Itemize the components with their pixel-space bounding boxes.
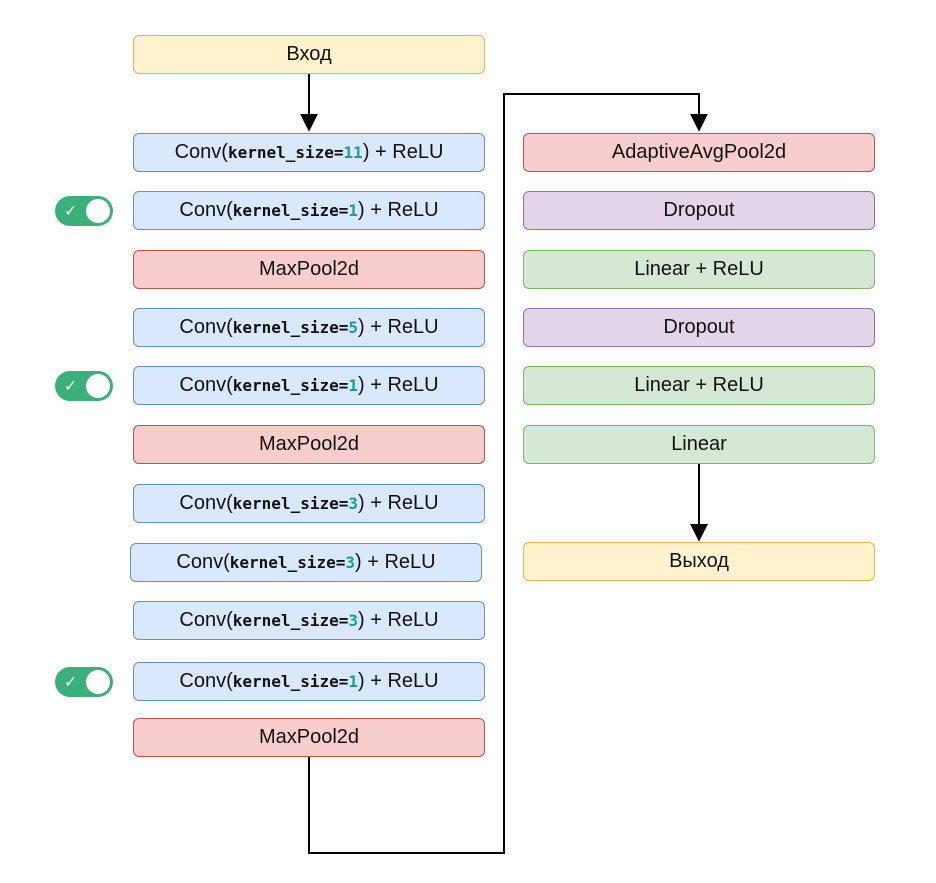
enable-toggle[interactable]: ✓ (55, 371, 113, 401)
kernel-size-value: 3 (348, 494, 358, 513)
kernel-size-key: kernel_size= (232, 494, 349, 513)
enable-toggle[interactable]: ✓ (55, 667, 113, 697)
kernel-size-key: kernel_size= (232, 376, 349, 395)
kernel-size-value: 5 (348, 318, 358, 337)
conv-relu-block: Conv(kernel_size=11) + ReLU (133, 133, 485, 172)
dropout-block: Dropout (523, 191, 875, 230)
kernel-size-param: kernel_size=1 (233, 376, 358, 395)
toggle-knob (86, 199, 110, 223)
maxpool-block: MaxPool2d (133, 425, 485, 464)
layer-label: Dropout (663, 316, 735, 338)
kernel-size-value: 11 (343, 143, 363, 162)
kernel-size-param: kernel_size=1 (233, 201, 358, 220)
output-label: Выход (669, 550, 729, 572)
conv-prefix: Conv( (179, 670, 233, 692)
maxpool-block: MaxPool2d (133, 718, 485, 757)
kernel-size-param: kernel_size=3 (230, 553, 355, 572)
kernel-size-param: kernel_size=3 (233, 611, 358, 630)
layer-label: Linear + ReLU (634, 258, 764, 280)
conv-relu-block: Conv(kernel_size=5) + ReLU (133, 308, 485, 347)
conv-prefix: Conv( (179, 316, 233, 338)
conv-relu-block: Conv(kernel_size=3) + ReLU (130, 543, 482, 582)
conv-prefix: Conv( (179, 199, 233, 221)
output-block: Выход (523, 542, 875, 581)
kernel-size-value: 1 (348, 672, 358, 691)
check-icon: ✓ (64, 376, 78, 395)
conv-suffix: ) + ReLU (355, 551, 436, 573)
dropout-block: Dropout (523, 308, 875, 347)
conv-prefix: Conv( (179, 609, 233, 631)
conv-suffix: ) + ReLU (358, 199, 439, 221)
kernel-size-value: 3 (345, 553, 355, 572)
conv-prefix: Conv( (176, 551, 230, 573)
kernel-size-key: kernel_size= (232, 611, 349, 630)
kernel-size-param: kernel_size=5 (233, 318, 358, 337)
conv-prefix: Conv( (174, 141, 228, 163)
kernel-size-key: kernel_size= (232, 672, 349, 691)
conv-suffix: ) + ReLU (358, 609, 439, 631)
input-block: Вход (133, 35, 485, 74)
kernel-size-param: kernel_size=3 (233, 494, 358, 513)
kernel-size-value: 1 (348, 201, 358, 220)
check-icon: ✓ (64, 201, 78, 220)
kernel-size-param: kernel_size=11 (228, 143, 363, 162)
adaptive-avg-pool-block: AdaptiveAvgPool2d (523, 133, 875, 172)
conv-relu-block: Conv(kernel_size=3) + ReLU (133, 484, 485, 523)
layer-label: Linear + ReLU (634, 374, 764, 396)
kernel-size-param: kernel_size=1 (233, 672, 358, 691)
layer-label: Linear (671, 433, 727, 455)
check-icon: ✓ (64, 672, 78, 691)
conv-relu-block: Conv(kernel_size=3) + ReLU (133, 601, 485, 640)
toggle-knob (86, 670, 110, 694)
conv-suffix: ) + ReLU (358, 374, 439, 396)
conv-suffix: ) + ReLU (358, 316, 439, 338)
kernel-size-key: kernel_size= (232, 201, 349, 220)
conv-relu-block: Conv(kernel_size=1) + ReLU (133, 662, 485, 701)
conv-suffix: ) + ReLU (358, 492, 439, 514)
conv-relu-block: Conv(kernel_size=1) + ReLU (133, 366, 485, 405)
kernel-size-value: 1 (348, 376, 358, 395)
kernel-size-key: kernel_size= (229, 553, 346, 572)
linear-relu-block: Linear + ReLU (523, 366, 875, 405)
toggle-knob (86, 374, 110, 398)
maxpool-label: MaxPool2d (258, 258, 360, 280)
conv-relu-block: Conv(kernel_size=1) + ReLU (133, 191, 485, 230)
linear-relu-block: Linear + ReLU (523, 250, 875, 289)
kernel-size-value: 3 (348, 611, 358, 630)
conv-prefix: Conv( (179, 374, 233, 396)
maxpool-block: MaxPool2d (133, 250, 485, 289)
conv-suffix: ) + ReLU (358, 670, 439, 692)
maxpool-label: MaxPool2d (258, 433, 360, 455)
column-link-arrow (308, 93, 708, 854)
conv-suffix: ) + ReLU (362, 141, 444, 163)
linear-block: Linear (523, 425, 875, 464)
enable-toggle[interactable]: ✓ (55, 196, 113, 226)
conv-prefix: Conv( (179, 492, 233, 514)
kernel-size-key: kernel_size= (227, 143, 344, 162)
layer-label: Dropout (663, 199, 735, 221)
input-label: Вход (286, 43, 332, 65)
layer-label: AdaptiveAvgPool2d (611, 141, 787, 163)
maxpool-label: MaxPool2d (258, 726, 360, 748)
kernel-size-key: kernel_size= (232, 318, 349, 337)
